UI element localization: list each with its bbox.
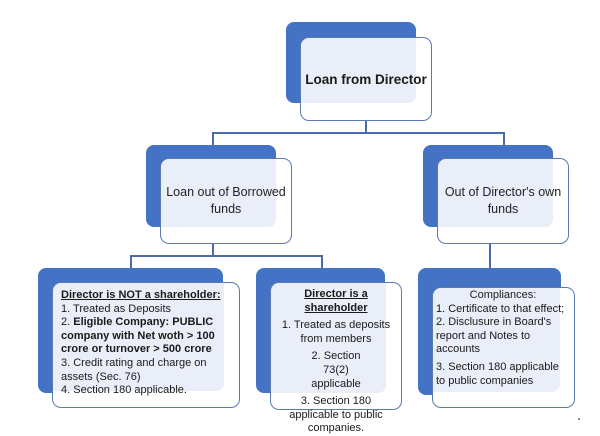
connector-to-own-funds (503, 132, 505, 146)
connector-own-funds-down (489, 244, 491, 269)
connector-root-down (365, 121, 367, 133)
shareholder-item-1: 1. Treated as deposits from members (281, 319, 391, 345)
leaf-not-shareholder: Director is NOT a shareholder: 1. Treate… (52, 282, 240, 408)
stray-dot (578, 418, 580, 420)
connector-to-not-shareholder (130, 255, 132, 269)
shareholder-item-2: 2. Section 73(2) applicable (311, 350, 361, 390)
connector-level2-horizontal (130, 255, 322, 257)
compliances-item-2: 2. Disclusure in Board's report and Note… (436, 316, 552, 356)
branch-borrowed-funds: Loan out of Borrowed funds (160, 158, 292, 244)
not-shareholder-item-3: 3. Credit rating and charge on assets (S… (61, 356, 207, 383)
shareholder-item-3: 3. Section 180 applicable to public comp… (289, 395, 383, 435)
branch-borrowed-label: Loan out of Borrowed funds (166, 185, 286, 216)
shareholder-heading: Director is a shareholder (304, 288, 368, 314)
not-shareholder-item-1: 1. Treated as Deposits (61, 302, 172, 315)
compliances-heading: Compliances: (469, 289, 537, 301)
compliances-item-1: 1. Certificate to that effect; (436, 302, 565, 315)
connector-borrowed-down (212, 244, 214, 256)
root-node-label: Loan from Director (305, 71, 427, 87)
connector-level1-horizontal (212, 132, 504, 134)
leaf-compliances: Compliances: 1. Certificate to that effe… (432, 287, 575, 408)
connector-to-shareholder (321, 255, 323, 269)
compliances-item-3: 3. Section 180 applicable to public comp… (436, 360, 559, 387)
not-shareholder-item-4: 4. Section 180 applicable. (61, 384, 187, 397)
not-shareholder-item-2: 2. Eligible Company: PUBLIC company with… (61, 316, 215, 356)
root-node: Loan from Director (300, 37, 432, 121)
connector-to-borrowed (212, 132, 214, 146)
not-shareholder-heading: Director is NOT a shareholder: (61, 289, 221, 301)
leaf-shareholder: Director is a shareholder 1. Treated as … (270, 282, 402, 434)
branch-own-label: Out of Director's own funds (444, 185, 562, 216)
branch-own-funds: Out of Director's own funds (437, 158, 569, 244)
